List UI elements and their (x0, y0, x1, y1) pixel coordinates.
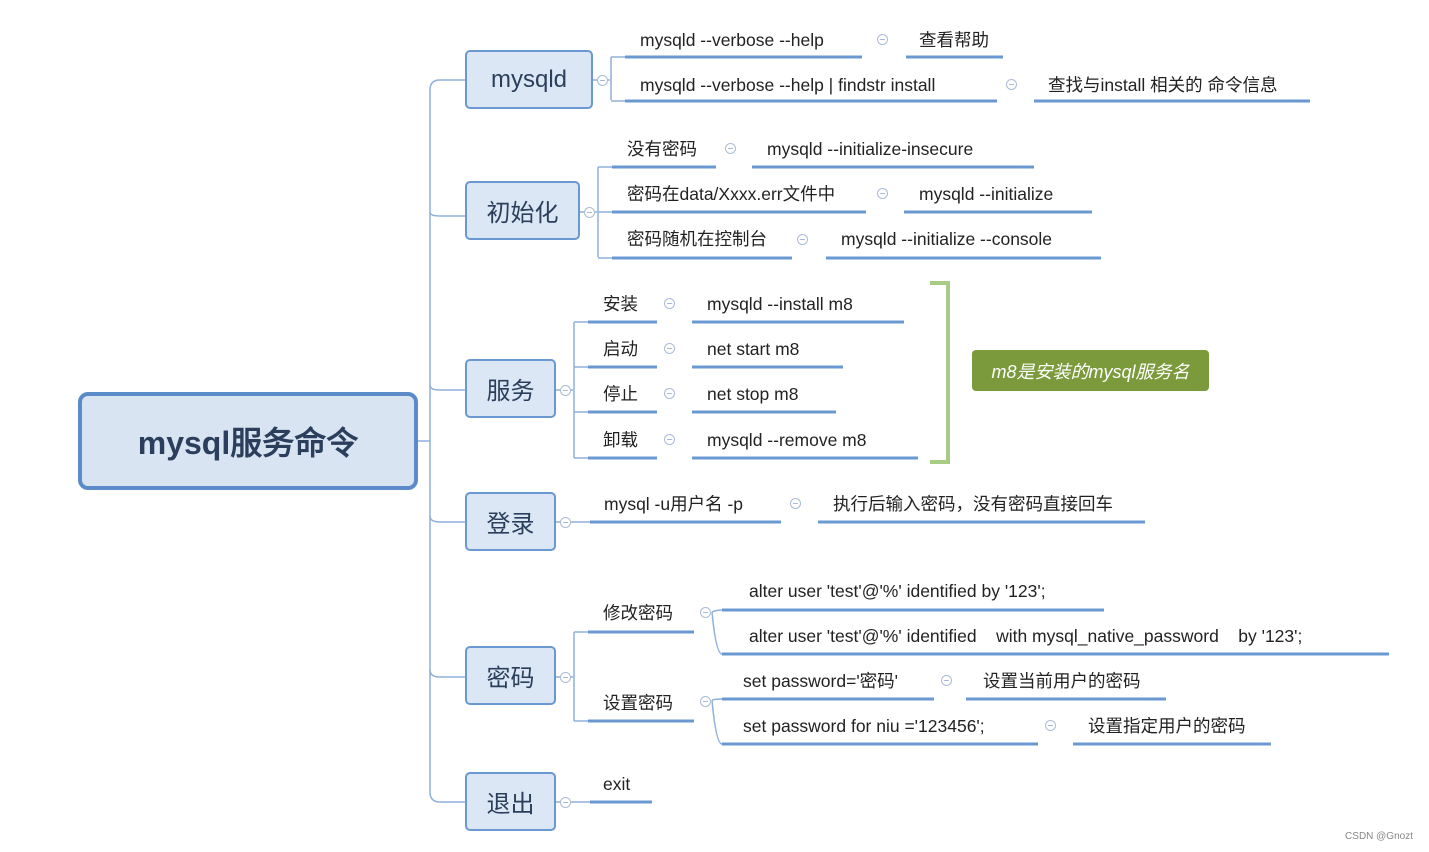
init-cmd[interactable]: mysqld --initialize (919, 184, 1054, 204)
collapse-toggle[interactable] (1045, 720, 1056, 731)
password-modify-cmd[interactable]: alter user 'test'@'%' identified by '123… (749, 581, 1046, 601)
password-set-desc[interactable]: 设置指定用户的密码 (1088, 716, 1246, 736)
branch-service[interactable]: 服务 (465, 359, 556, 418)
collapse-toggle[interactable] (560, 385, 571, 396)
collapse-toggle[interactable] (877, 188, 888, 199)
collapse-toggle[interactable] (664, 388, 675, 399)
init-cmd[interactable]: mysqld --initialize-insecure (767, 139, 974, 159)
collapse-toggle[interactable] (700, 607, 711, 618)
password-modify-cmd[interactable]: alter user 'test'@'%' identified with my… (749, 626, 1303, 646)
mysqld-help-desc[interactable]: 查看帮助 (919, 30, 989, 50)
collapse-toggle[interactable] (664, 298, 675, 309)
login-cmd[interactable]: mysql -u用户名 -p (604, 494, 744, 514)
password-set-desc[interactable]: 设置当前用户的密码 (983, 671, 1141, 691)
collapse-toggle[interactable] (797, 234, 808, 245)
collapse-toggle[interactable] (597, 75, 608, 86)
init-cond[interactable]: 没有密码 (627, 139, 697, 159)
branch-mysqld[interactable]: mysqld (465, 50, 593, 109)
service-cmd[interactable]: mysqld --remove m8 (707, 430, 867, 450)
service-name-note[interactable]: m8是安装的mysql服务名 (972, 350, 1209, 391)
exit-cmd[interactable]: exit (603, 774, 631, 794)
collapse-toggle[interactable] (1006, 79, 1017, 90)
collapse-toggle[interactable] (790, 498, 801, 509)
password-set-cmd[interactable]: set password for niu ='123456'; (743, 716, 985, 736)
collapse-toggle[interactable] (560, 517, 571, 528)
service-cmd[interactable]: net stop m8 (707, 384, 799, 404)
mysqld-findstr-cmd[interactable]: mysqld --verbose --help | findstr instal… (640, 75, 936, 95)
login-desc[interactable]: 执行后输入密码，没有密码直接回车 (833, 494, 1113, 514)
collapse-toggle[interactable] (560, 797, 571, 808)
collapse-toggle[interactable] (664, 343, 675, 354)
branch-password[interactable]: 密码 (465, 646, 556, 705)
collapse-toggle[interactable] (560, 672, 571, 683)
password-set-label[interactable]: 设置密码 (603, 693, 673, 713)
collapse-toggle[interactable] (941, 675, 952, 686)
branch-init[interactable]: 初始化 (465, 181, 580, 240)
service-action[interactable]: 卸载 (603, 430, 638, 450)
collapse-toggle[interactable] (877, 34, 888, 45)
branch-exit[interactable]: 退出 (465, 772, 556, 831)
collapse-toggle[interactable] (584, 207, 595, 218)
init-cond[interactable]: 密码随机在控制台 (627, 229, 767, 249)
branch-login[interactable]: 登录 (465, 492, 556, 551)
service-action[interactable]: 安装 (603, 294, 638, 314)
password-modify-label[interactable]: 修改密码 (603, 603, 673, 623)
init-cond[interactable]: 密码在data/Xxxx.err文件中 (627, 184, 836, 204)
service-action[interactable]: 启动 (603, 339, 638, 359)
init-cmd[interactable]: mysqld --initialize --console (841, 229, 1053, 249)
mysqld-help-cmd[interactable]: mysqld --verbose --help (640, 30, 824, 50)
service-cmd[interactable]: net start m8 (707, 339, 800, 359)
service-action[interactable]: 停止 (603, 384, 638, 404)
group-bracket (930, 281, 950, 464)
collapse-toggle[interactable] (664, 434, 675, 445)
credit-watermark: CSDN @Gnozt (1345, 831, 1413, 842)
service-cmd[interactable]: mysqld --install m8 (707, 294, 853, 314)
mysqld-findstr-desc[interactable]: 查找与install 相关的 命令信息 (1048, 75, 1278, 95)
collapse-toggle[interactable] (700, 696, 711, 707)
collapse-toggle[interactable] (725, 143, 736, 154)
root-topic[interactable]: mysql服务命令 (78, 392, 418, 490)
password-set-cmd[interactable]: set password='密码' (743, 671, 899, 691)
